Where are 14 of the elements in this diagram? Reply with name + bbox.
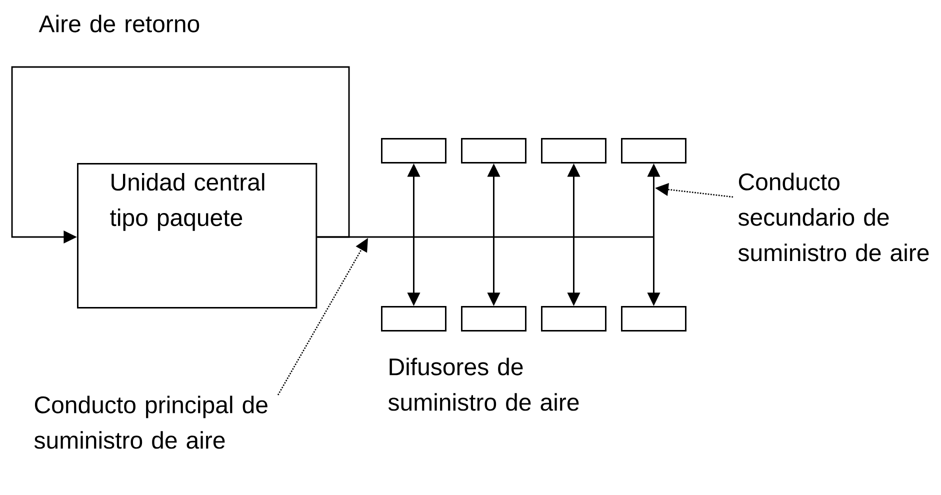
diffuser-box (381, 306, 446, 332)
label-text: Aire de retorno (38, 14, 200, 32)
callout-text: Conducto secundario de suministro de aire (738, 172, 929, 262)
diffuser-box (381, 138, 446, 164)
main-duct (317, 236, 653, 238)
diffuser-box (461, 138, 526, 164)
diffuser-box (541, 306, 606, 332)
diffuser-box (541, 138, 606, 164)
diffuser-box (461, 306, 526, 332)
diffuser-box (621, 138, 686, 164)
label-text: Difusores de suministro de aire (388, 358, 579, 411)
unit-box: Unidad central tipo paquete (77, 163, 318, 308)
diffuser-box (621, 306, 686, 332)
callout-text: Conducto principal de suministro de aire (34, 396, 268, 449)
